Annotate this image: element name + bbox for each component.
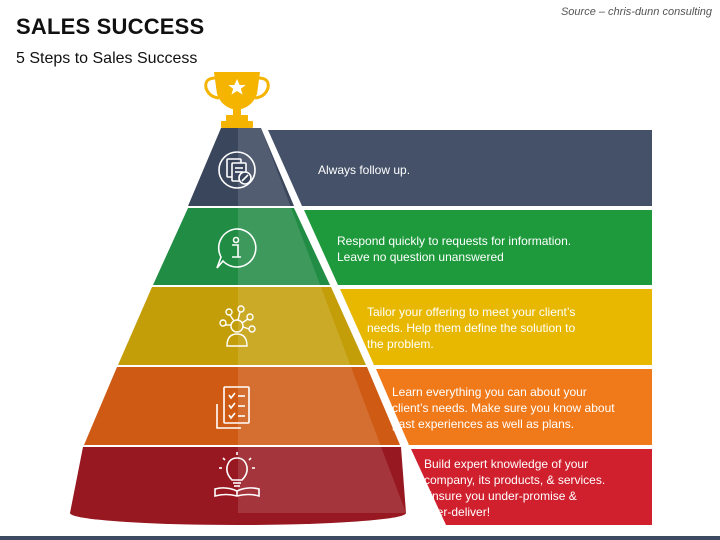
- info-chat-icon: [216, 228, 257, 269]
- source-credit: Source – chris-dunn consulting: [560, 6, 712, 18]
- step-3-banner: [340, 289, 652, 365]
- step-2-text: Respond quickly to requests for informat…: [337, 234, 572, 264]
- step-5-text: Build expert knowledge of your company, …: [424, 457, 606, 519]
- step-4-banner: [376, 369, 652, 445]
- bottom-bar: [0, 536, 720, 540]
- pyramid-highlight: [238, 128, 406, 513]
- pyramid-segment-2: [153, 208, 330, 285]
- step-1-banner: [268, 130, 652, 206]
- page-subtitle: 5 Steps to Sales Success: [16, 50, 198, 67]
- step-4-text: Learn everything you can about your clie…: [392, 385, 615, 431]
- trophy-icon: [204, 72, 270, 128]
- checklist-icon: [216, 386, 250, 429]
- person-ideas-icon: [219, 305, 256, 347]
- step-2-banner: [304, 210, 652, 285]
- document-edit-icon: [218, 151, 256, 189]
- step-1-text: Always follow up.: [318, 163, 411, 177]
- lightbulb-book-icon: [214, 452, 260, 498]
- step-3-text: Tailor your offering to meet your client…: [367, 305, 576, 351]
- pyramid-segment-3: [118, 287, 366, 365]
- page-title: SALES SUCCESS: [16, 14, 205, 39]
- step-5-banner: [411, 449, 652, 525]
